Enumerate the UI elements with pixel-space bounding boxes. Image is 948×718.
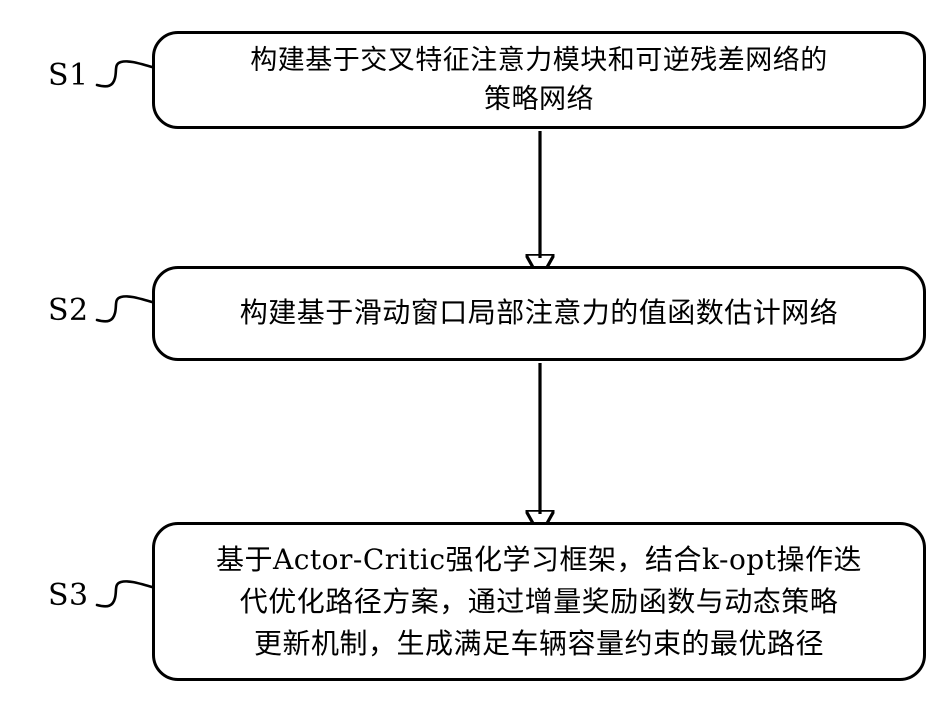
step-label-s3: S3 [48,578,89,613]
step-label-s1: S1 [48,58,89,93]
leader-line-s3 [95,580,154,608]
leader-line-s1 [95,60,154,88]
process-box-s3-text: 基于Actor-Critic强化学习框架，结合k-opt操作迭 代优化路径方案，… [216,542,862,660]
process-box-s3: 基于Actor-Critic强化学习框架，结合k-opt操作迭 代优化路径方案，… [152,522,926,681]
process-box-s1-text: 构建基于交叉特征注意力模块和可逆残差网络的 策略网络 [250,44,828,115]
step-label-s2: S2 [48,293,89,328]
process-box-s1: 构建基于交叉特征注意力模块和可逆残差网络的 策略网络 [152,31,926,129]
leader-line-s2 [95,295,154,323]
process-box-s2: 构建基于滑动窗口局部注意力的值函数估计网络 [152,266,926,361]
process-box-s2-text: 构建基于滑动窗口局部注意力的值函数估计网络 [239,296,839,330]
